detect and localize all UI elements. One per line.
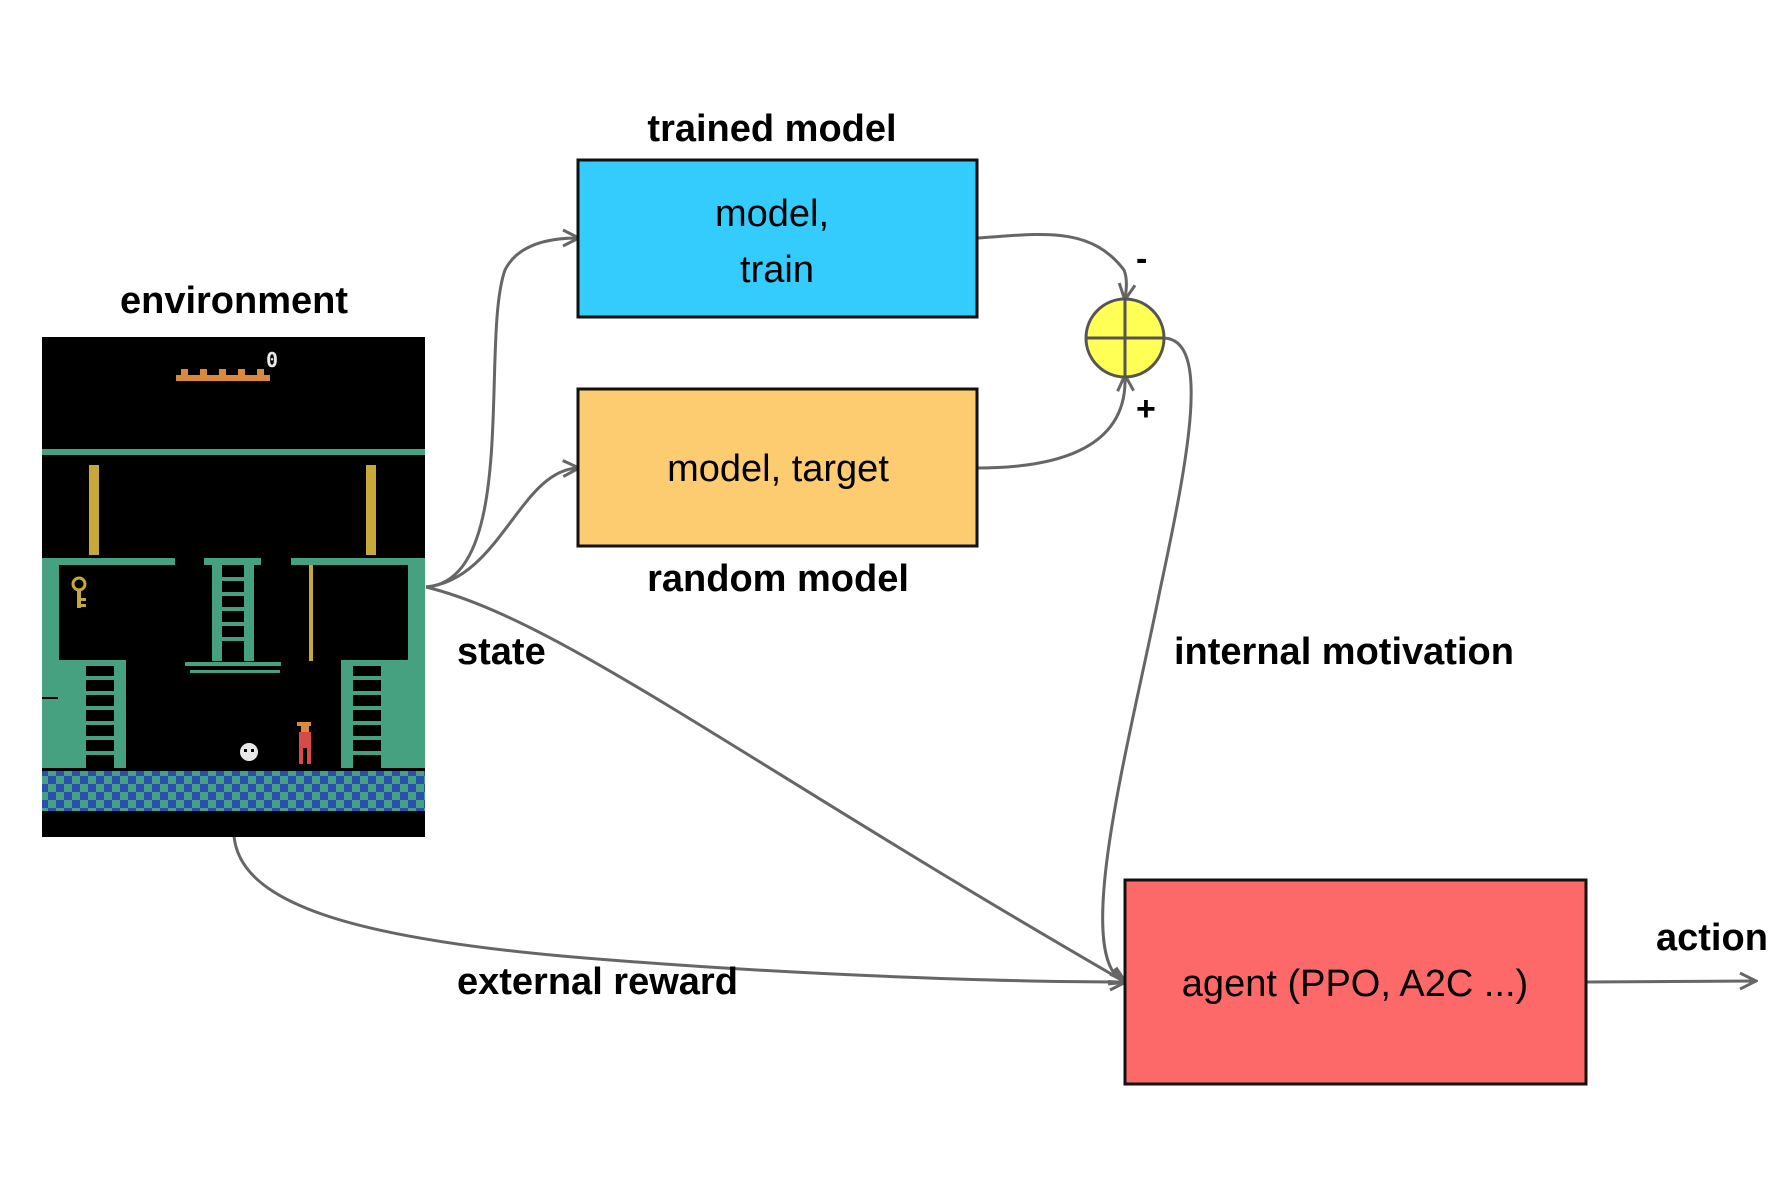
internal-motivation-label: internal motivation (1174, 631, 1514, 673)
action-label: action (1656, 917, 1768, 959)
ladder-right (353, 666, 381, 768)
chain-right (366, 465, 376, 555)
plus-sign: + (1136, 390, 1156, 428)
trained-model-box-line2: train (740, 249, 814, 291)
trained-to-sum-arrow (976, 232, 1126, 299)
game-score: 0 (266, 348, 278, 372)
action-arrow (1585, 981, 1755, 982)
player-icon (297, 722, 311, 764)
state-to-target-arrow (425, 468, 578, 589)
random-model-label: random model (647, 558, 909, 600)
agent-box (1123, 878, 1588, 1086)
agent-box-text: agent (PPO, A2C ...) (1182, 963, 1528, 1005)
trained-model-label: trained model (647, 108, 896, 150)
trained-model-box (576, 158, 979, 319)
skull-icon (240, 743, 258, 761)
state-label: state (457, 631, 546, 673)
rope (309, 565, 313, 661)
minus-sign: - (1136, 240, 1147, 278)
target-to-sum-arrow (976, 376, 1125, 470)
reward-to-agent-arrow (232, 835, 1125, 982)
ladder-left (86, 666, 114, 768)
checkered-floor (42, 771, 425, 811)
conveyor (185, 662, 281, 673)
target-model-box-text: model, target (667, 448, 889, 490)
ladder-center (212, 565, 254, 661)
trained-model-box-line1: model, (715, 193, 829, 235)
chain-left (89, 465, 99, 555)
game-screen: 0 (42, 337, 425, 837)
state-to-trained-arrow (425, 238, 578, 589)
lives-indicator (176, 369, 270, 381)
key-icon (71, 576, 87, 608)
state-to-agent-arrow (425, 585, 1125, 982)
sum-node (1084, 297, 1166, 379)
motivation-to-agent-arrow (1101, 336, 1193, 982)
external-reward-label: external reward (457, 961, 738, 1003)
environment-label: environment (120, 280, 348, 322)
target-model-box (576, 387, 979, 548)
